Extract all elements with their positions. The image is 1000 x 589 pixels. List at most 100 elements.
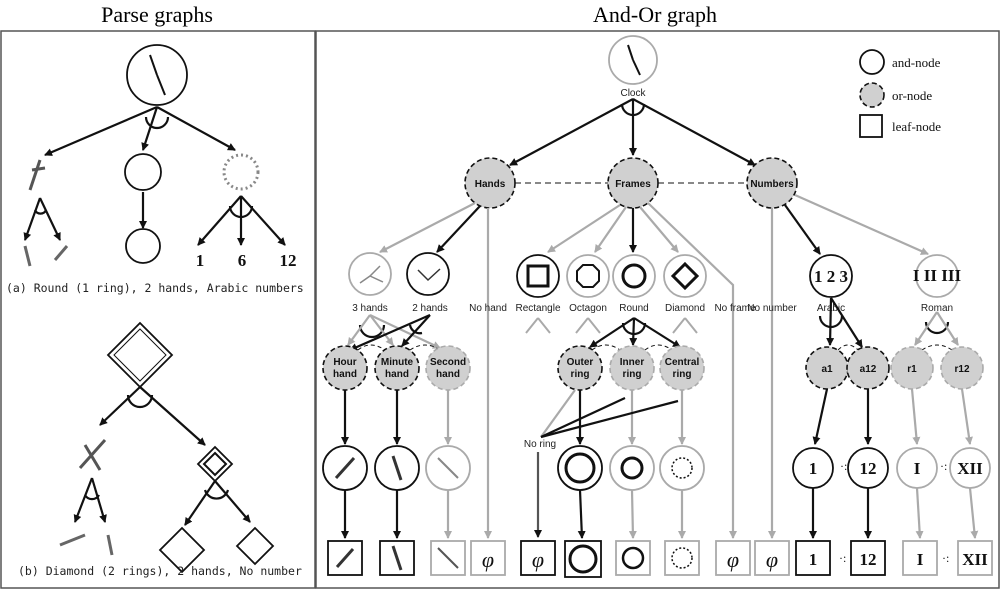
- and-or-graph-panel: [315, 30, 1000, 589]
- two-hands-icon: [28, 159, 46, 191]
- svg-text:Inner: Inner: [620, 357, 645, 368]
- or-node-r12: r12: [940, 346, 984, 390]
- svg-text:12: 12: [860, 550, 877, 569]
- caption-a: (a) Round (1 ring), 2 hands, Arabic numb…: [6, 281, 304, 295]
- and-node-roman-I: I: [896, 447, 938, 489]
- parse-graph-b: (b) Diamond (2 rings), 2 hands, No numbe…: [18, 321, 302, 578]
- and-node-roman-XII: XII: [949, 447, 991, 489]
- and-or-graph: Clock Hands Frames Numbers 3 hands: [322, 35, 993, 578]
- no-ring-label: No ring: [524, 439, 556, 450]
- or-node-numbers: [746, 157, 798, 209]
- ring-node: [125, 228, 161, 264]
- svg-text:XII: XII: [957, 459, 983, 478]
- svg-text:Central: Central: [665, 357, 700, 368]
- svg-text:hand: hand: [385, 369, 409, 380]
- and-node-octagon: Octagon: [566, 254, 610, 314]
- and-node-number-12: 12: [847, 447, 889, 489]
- inner-diamond-ring: [235, 526, 275, 566]
- svg-text:1 2 3: 1 2 3: [814, 267, 848, 286]
- frames-label: Frames: [615, 179, 651, 190]
- and-node-inner-ring-shape: [609, 445, 655, 491]
- leaf-node-legend-icon: [859, 114, 883, 138]
- svg-text:Octagon: Octagon: [569, 303, 607, 314]
- svg-text:hand: hand: [436, 369, 460, 380]
- leaf-no-hand: φ: [470, 540, 506, 576]
- leaf-inner-ring: [615, 540, 651, 576]
- leaf-no-number: φ: [754, 540, 790, 576]
- legend: and-node or-node leaf-node: [859, 49, 941, 138]
- leaf-roman-XII: XII: [957, 540, 993, 576]
- and-node-roman: I II III Roman: [913, 254, 962, 314]
- svg-text:ring: ring: [571, 369, 590, 380]
- svg-text:φ: φ: [532, 547, 544, 572]
- hand-part-icon: [23, 245, 32, 267]
- svg-text:1: 1: [809, 459, 818, 478]
- or-node-a1: a1: [805, 346, 849, 390]
- svg-text:Second: Second: [430, 357, 466, 368]
- no-hand-label: No hand: [469, 303, 507, 314]
- leaf-minute-hand: [379, 540, 415, 576]
- and-node-round: Round: [612, 254, 656, 314]
- hand-part-icon: [53, 245, 69, 261]
- or-node-legend-icon: [859, 82, 885, 108]
- no-frame-label: No frame: [714, 303, 756, 314]
- leaf-no-frame: φ: [715, 540, 751, 576]
- no-number-label: No number: [747, 303, 797, 314]
- and-node-rectangle: Rectangle: [515, 254, 561, 314]
- and-node-legend-icon: [859, 49, 885, 75]
- leaf-second-hand: [430, 540, 466, 576]
- leaf-outer-ring: [564, 540, 602, 578]
- leaf-central-ring: [664, 540, 700, 576]
- or-node-a12: a12: [846, 346, 890, 390]
- or-node-hands: [464, 157, 516, 209]
- svg-text:Roman: Roman: [921, 303, 953, 314]
- and-node-2-hands: 2 hands: [406, 252, 450, 314]
- root-label: Clock: [620, 88, 646, 99]
- and-node-3-hands: 3 hands: [348, 252, 392, 314]
- round-frame-node: [124, 153, 162, 191]
- svg-text:ring: ring: [623, 369, 642, 380]
- ellipsis-dots: ·:: [840, 459, 847, 473]
- svg-text:Round: Round: [619, 303, 648, 314]
- or-node-frames: [607, 157, 659, 209]
- outer-diamond-ring: [158, 526, 206, 574]
- svg-text:I II III: I II III: [913, 266, 962, 285]
- svg-text:φ: φ: [482, 547, 494, 572]
- svg-text:12: 12: [860, 459, 877, 478]
- parse-graphs-panel: [0, 30, 316, 589]
- number-1: 1: [196, 251, 205, 270]
- svg-text:φ: φ: [727, 547, 739, 572]
- svg-text:1: 1: [809, 550, 818, 569]
- svg-text:I: I: [917, 550, 924, 569]
- numbers-label: Numbers: [750, 179, 794, 190]
- and-node-number-1: 1: [792, 447, 834, 489]
- ellipsis-dots: ·:: [940, 459, 947, 473]
- svg-text:2 hands: 2 hands: [412, 303, 448, 314]
- parse-graphs-title: Parse graphs: [101, 2, 213, 27]
- svg-text:hand: hand: [333, 369, 357, 380]
- legend-or-node: or-node: [892, 88, 932, 103]
- legend-and-node: and-node: [892, 55, 941, 70]
- svg-text:Hour: Hour: [333, 357, 356, 368]
- svg-text:φ: φ: [766, 547, 778, 572]
- and-node-outer-ring-shape: [557, 445, 603, 491]
- hand-part-icon: [59, 533, 86, 547]
- two-hands-icon: [78, 439, 107, 471]
- svg-text:ring: ring: [673, 369, 692, 380]
- hand-part-icon: [106, 534, 114, 556]
- and-or-graph-title: And-Or graph: [593, 2, 717, 27]
- diamond-clock-icon: [106, 321, 174, 389]
- and-node-minute-hand-shape: [374, 445, 420, 491]
- caption-b: (b) Diamond (2 rings), 2 hands, No numbe…: [18, 564, 302, 578]
- hands-label: Hands: [475, 179, 506, 190]
- svg-text:a1: a1: [821, 364, 833, 375]
- number-12: 12: [280, 251, 297, 270]
- collapsed-branches: [525, 317, 698, 334]
- parse-graph-a: 1 6 12 (a) Round (1 ring), 2 hands, Arab…: [6, 44, 304, 295]
- number-6: 6: [238, 251, 247, 270]
